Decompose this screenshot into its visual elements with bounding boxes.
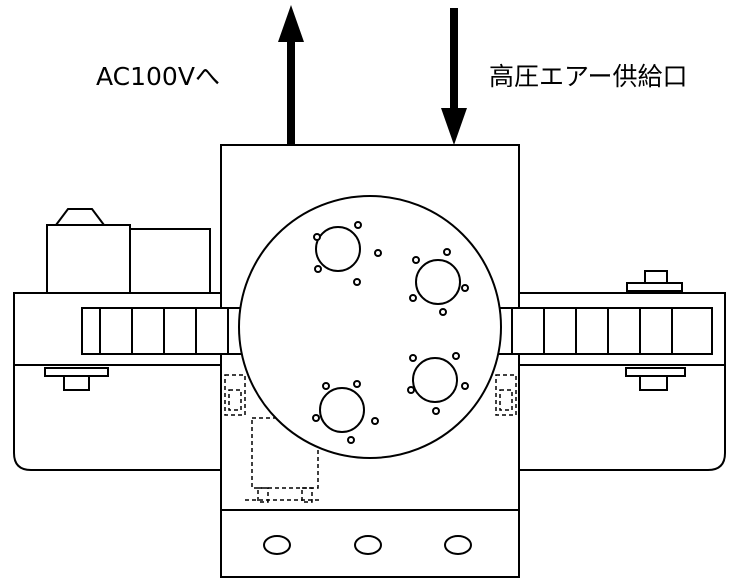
oval-hole-2 [354, 535, 382, 555]
oval-hole-1 [263, 535, 291, 555]
flange-1 [313, 221, 382, 286]
left-base-plate [13, 292, 221, 471]
power-label: AC100Vへ [96, 62, 220, 91]
left-bolt-head [44, 367, 109, 391]
arrow-down-air [441, 8, 467, 145]
right-bolt-head [625, 367, 686, 391]
right-base-plate [519, 292, 726, 471]
right-top-cap [626, 270, 683, 292]
arrow-up-power [278, 5, 304, 145]
rotary-table [238, 195, 502, 459]
air-supply-label: 高圧エアー供給口 [489, 62, 688, 91]
left-conveyor-belt [81, 307, 245, 355]
hidden-internals [224, 374, 517, 503]
flange-4 [312, 380, 379, 444]
left-actuator [46, 208, 211, 294]
oval-hole-3 [444, 535, 472, 555]
right-conveyor-belt [495, 307, 713, 355]
flange-3 [407, 352, 469, 415]
flange-2 [409, 248, 469, 316]
